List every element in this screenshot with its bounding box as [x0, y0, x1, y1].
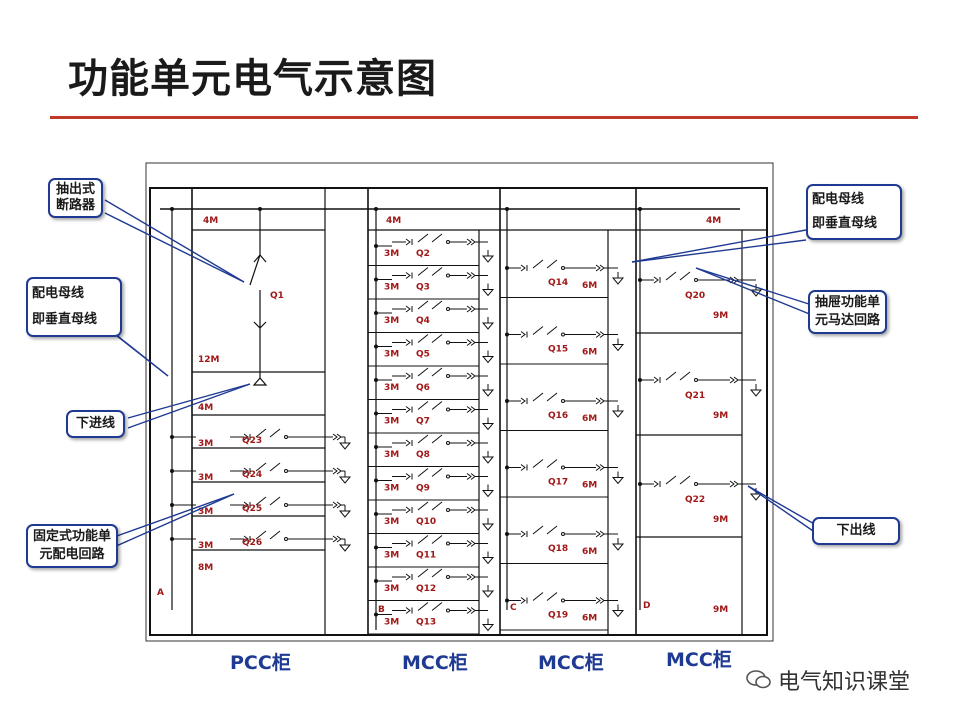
mcc2-module-label: 6M	[582, 547, 597, 557]
watermark-text: 电气知识课堂	[778, 670, 911, 695]
cabinet-label-pcc: PCC柜	[230, 652, 291, 674]
mcc1-breaker-label: Q6	[416, 383, 430, 393]
mcc3-module-label: 9M	[713, 411, 728, 421]
module-label-8m: 8M	[198, 563, 213, 573]
cabinet-label-mcc-2: MCC柜	[538, 652, 604, 674]
mcc1-breaker-label: Q12	[416, 584, 436, 594]
callout-distribution-bus-right: 配电母线 即垂直母线	[806, 184, 902, 240]
bus-label-mcc1: 4M	[386, 216, 401, 226]
mcc2-module-label: 6M	[582, 281, 597, 291]
mcc1-module-label: 3M	[384, 584, 399, 594]
feeder-breaker-label: Q25	[242, 504, 262, 514]
section-letter-d: D	[643, 601, 650, 611]
mcc1-breaker-label: Q10	[416, 517, 436, 527]
section-letter-c: C	[510, 603, 517, 613]
mcc1-breaker-label: Q5	[416, 350, 430, 360]
bus-label-pcc: 4M	[203, 216, 218, 226]
mcc3-breaker-label: Q20	[685, 291, 705, 301]
section-letter-b: B	[378, 605, 385, 615]
mcc2-breaker-label: Q15	[548, 345, 568, 355]
callout-drawout-breaker: 抽出式 断路器	[48, 178, 104, 218]
mcc2-module-label: 6M	[582, 348, 597, 358]
wechat-icon	[746, 670, 771, 689]
callout-distribution-bus-left: 配电母线 即垂直母线	[26, 277, 122, 337]
section-letter-a: A	[157, 588, 164, 598]
feeder-module-label: 3M	[198, 439, 213, 449]
mcc3-module-label: 9M	[713, 605, 728, 615]
bus-label-mcc3: 4M	[706, 216, 721, 226]
callout-line-1: 配电母线	[812, 192, 865, 207]
mcc1-module-label: 3M	[384, 618, 399, 628]
mcc1-module-label: 3M	[384, 417, 399, 427]
mcc1-breaker-label: Q3	[416, 283, 430, 293]
feeder-module-label: 3M	[198, 541, 213, 551]
mcc1-breaker-label: Q9	[416, 484, 430, 494]
callout-line-2: 即垂直母线	[812, 216, 878, 231]
callout-incoming-line: 下进线	[66, 410, 126, 438]
feeder-breaker-label: Q23	[242, 436, 262, 446]
callout-fixed-unit: 固定式功能单 元配电回路	[26, 524, 119, 568]
page-title: 功能单元电气示意图	[68, 56, 437, 102]
mcc2-module-label: 6M	[582, 614, 597, 624]
feeder-module-label: 3M	[198, 507, 213, 517]
mcc1-breaker-label: Q8	[416, 450, 430, 460]
diagram-frame	[145, 162, 774, 642]
mcc1-module-label: 3M	[384, 450, 399, 460]
mcc3-breaker-label: Q21	[685, 391, 705, 401]
callout-drawer-unit: 抽屉功能单 元马达回路	[808, 290, 888, 334]
mcc1-breaker-label: Q11	[416, 551, 436, 561]
feeder-breaker-label: Q26	[242, 538, 262, 548]
feeder-module-label: 3M	[198, 473, 213, 483]
callout-outgoing-line: 下出线	[812, 517, 900, 545]
mcc1-module-label: 3M	[384, 484, 399, 494]
mcc3-module-label: 9M	[713, 311, 728, 321]
title-divider	[50, 116, 918, 119]
module-label-12m: 12M	[198, 355, 220, 365]
mcc1-breaker-label: Q7	[416, 417, 430, 427]
cabinet-label-mcc-1: MCC柜	[402, 652, 468, 674]
switchboard-outline	[149, 187, 768, 636]
watermark: 电气知识课堂	[746, 664, 910, 696]
mcc2-module-label: 6M	[582, 481, 597, 491]
mcc2-module-label: 6M	[582, 414, 597, 424]
cabinet-label-mcc-3: MCC柜	[666, 649, 732, 671]
mcc3-module-label: 9M	[713, 515, 728, 525]
callout-line-2: 即垂直母线	[32, 312, 98, 327]
feeder-breaker-label: Q24	[242, 470, 262, 480]
mcc1-module-label: 3M	[384, 517, 399, 527]
callout-line-1: 配电母线	[32, 286, 85, 301]
mcc1-module-label: 3M	[384, 316, 399, 326]
mcc2-breaker-label: Q18	[548, 544, 568, 554]
mcc1-breaker-label: Q2	[416, 249, 430, 259]
mcc2-breaker-label: Q14	[548, 278, 568, 288]
mcc1-module-label: 3M	[384, 383, 399, 393]
mcc2-breaker-label: Q16	[548, 411, 568, 421]
mcc3-breaker-label: Q22	[685, 495, 705, 505]
mcc1-module-label: 3M	[384, 249, 399, 259]
mcc1-module-label: 3M	[384, 283, 399, 293]
mcc1-breaker-label: Q4	[416, 316, 430, 326]
mcc1-module-label: 3M	[384, 350, 399, 360]
mcc2-breaker-label: Q17	[548, 478, 568, 488]
mcc1-module-label: 3M	[384, 551, 399, 561]
module-label-4m: 4M	[198, 403, 213, 413]
breaker-label-q1: Q1	[270, 291, 284, 301]
mcc1-breaker-label: Q13	[416, 618, 436, 628]
mcc2-breaker-label: Q19	[548, 611, 568, 621]
